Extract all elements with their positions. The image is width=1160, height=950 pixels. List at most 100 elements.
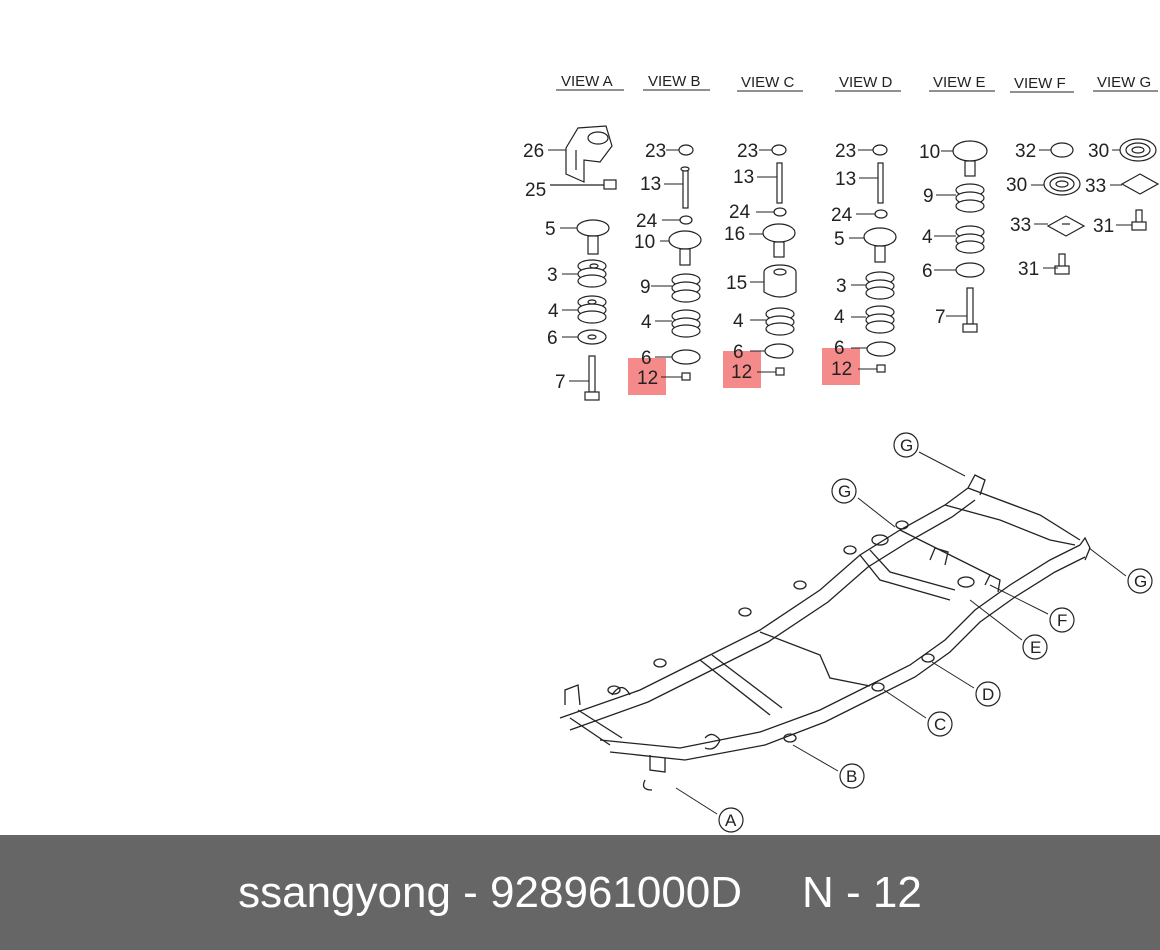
view-a-labels bbox=[548, 149, 589, 382]
part-label-e-6: 6 bbox=[922, 261, 933, 282]
part-label-a-6: 6 bbox=[547, 328, 558, 349]
highlight-box-view-b bbox=[628, 358, 666, 395]
view-g-labels bbox=[1110, 149, 1132, 226]
view-g-parts bbox=[1119, 138, 1160, 231]
frame-mounting-diagram: VIEW A VIEW B VIEW C VIEW D VIEW E VIEW … bbox=[523, 73, 1160, 833]
part-label-c-12: 12 bbox=[731, 362, 752, 383]
callout-letter-g-top: G bbox=[900, 436, 913, 455]
callout-f bbox=[1049, 607, 1075, 633]
callout-letter-b: B bbox=[846, 767, 857, 786]
highlight-box-view-c bbox=[723, 351, 761, 388]
callout-letter-f: F bbox=[1057, 611, 1067, 630]
view-e-labels bbox=[934, 150, 967, 317]
part-label-e-10: 10 bbox=[919, 142, 940, 163]
callout-a bbox=[718, 807, 744, 833]
view-e-parts bbox=[952, 140, 988, 333]
part-label-d-4: 4 bbox=[834, 307, 845, 328]
view-f-parts bbox=[1043, 142, 1086, 275]
part-label-b-6: 6 bbox=[641, 348, 652, 369]
part-label-g-33: 33 bbox=[1085, 176, 1106, 197]
part-label-d-24: 24 bbox=[831, 205, 853, 226]
callout-g-right bbox=[1127, 568, 1153, 594]
part-label-a-26: 26 bbox=[523, 141, 544, 162]
view-f-numbers: 32 30 33 31 bbox=[1006, 141, 1039, 280]
view-d-numbers: 23 13 24 5 3 4 6 12 bbox=[831, 141, 856, 380]
part-label-b-9: 9 bbox=[640, 277, 651, 298]
callout-letter-g-right: G bbox=[1134, 572, 1147, 591]
callout-b bbox=[839, 763, 865, 789]
callout-d bbox=[975, 681, 1001, 707]
part-label-f-33: 33 bbox=[1010, 215, 1031, 236]
view-c-numbers: 23 13 24 16 15 4 6 12 bbox=[724, 141, 758, 383]
part-label-e-4: 4 bbox=[922, 227, 933, 248]
view-b-numbers: 23 13 24 10 9 4 6 12 bbox=[634, 141, 666, 389]
part-label-a-4: 4 bbox=[548, 301, 559, 322]
view-c-labels bbox=[749, 149, 777, 373]
callout-letter-d: D bbox=[982, 685, 994, 704]
part-label-a-3: 3 bbox=[547, 265, 558, 286]
part-label-c-16: 16 bbox=[724, 224, 745, 245]
part-label-d-3: 3 bbox=[836, 276, 847, 297]
view-title-b: VIEW B bbox=[648, 73, 701, 90]
callout-c bbox=[927, 711, 953, 737]
part-label-e-7: 7 bbox=[935, 307, 946, 328]
part-label-c-4: 4 bbox=[733, 311, 744, 332]
part-label-d-12: 12 bbox=[831, 359, 852, 380]
part-label-b-10: 10 bbox=[634, 232, 655, 253]
callout-letter-g-middle: G bbox=[838, 482, 851, 501]
part-label-d-23: 23 bbox=[835, 141, 856, 162]
part-label-a-5: 5 bbox=[545, 219, 556, 240]
callout-leaders bbox=[675, 451, 1127, 815]
view-title-a: VIEW A bbox=[561, 73, 613, 90]
part-label-d-13: 13 bbox=[835, 169, 856, 190]
part-label-d-6: 6 bbox=[834, 338, 845, 359]
callout-letter-e: E bbox=[1030, 638, 1041, 657]
view-g-numbers: 30 33 31 bbox=[1085, 141, 1114, 237]
part-label-b-4: 4 bbox=[641, 312, 652, 333]
part-label-g-31: 31 bbox=[1093, 216, 1114, 237]
part-label-c-24: 24 bbox=[729, 202, 751, 223]
callout-e bbox=[1022, 634, 1048, 660]
part-label-b-13: 13 bbox=[640, 174, 661, 195]
view-title-g: VIEW G bbox=[1097, 74, 1151, 91]
view-titles: VIEW A VIEW B VIEW C VIEW D VIEW E VIEW … bbox=[556, 73, 1158, 93]
callout-circles bbox=[718, 432, 1153, 833]
part-label-f-32: 32 bbox=[1015, 141, 1036, 162]
part-label-c-6: 6 bbox=[733, 342, 744, 363]
view-title-e: VIEW E bbox=[933, 74, 986, 91]
part-label-c-15: 15 bbox=[726, 273, 747, 294]
callout-letter-a: A bbox=[725, 811, 737, 830]
callout-letter-c: C bbox=[934, 715, 946, 734]
part-label-b-23: 23 bbox=[645, 141, 666, 162]
part-label-a-25: 25 bbox=[525, 180, 546, 201]
diagram-position: N - 12 bbox=[802, 867, 922, 917]
chassis-frame bbox=[559, 474, 1091, 791]
callout-g-middle bbox=[831, 478, 857, 504]
part-label-e-9: 9 bbox=[923, 186, 934, 207]
part-label-c-13: 13 bbox=[733, 167, 754, 188]
view-title-d: VIEW D bbox=[839, 74, 893, 91]
part-label-f-31: 31 bbox=[1018, 259, 1039, 280]
part-label-a-7: 7 bbox=[555, 372, 566, 393]
part-label-b-12: 12 bbox=[637, 368, 658, 389]
view-title-c: VIEW C bbox=[741, 74, 795, 91]
callout-letters: G G G F E D C B A bbox=[725, 436, 1147, 830]
part-label-b-24: 24 bbox=[636, 211, 658, 232]
brand-part-number: ssangyong - 928961000D bbox=[238, 867, 743, 917]
part-label-c-23: 23 bbox=[737, 141, 758, 162]
footer-bar: ssangyong - 928961000D N - 12 bbox=[0, 835, 1160, 950]
view-a-numbers: 26 25 5 3 4 6 7 bbox=[523, 141, 566, 393]
view-b-labels bbox=[651, 149, 683, 378]
view-a-parts bbox=[550, 125, 617, 401]
callout-g-top bbox=[893, 432, 919, 458]
highlight-boxes bbox=[628, 348, 860, 395]
view-c-parts bbox=[762, 144, 797, 376]
view-d-parts bbox=[863, 144, 897, 373]
view-b-parts bbox=[668, 144, 702, 381]
part-label-d-5: 5 bbox=[834, 229, 845, 250]
view-title-f: VIEW F bbox=[1014, 75, 1066, 92]
view-f-labels bbox=[1031, 149, 1058, 269]
highlight-box-view-d bbox=[822, 348, 860, 385]
part-label-f-30: 30 bbox=[1006, 175, 1027, 196]
view-e-numbers: 10 9 4 6 7 bbox=[919, 142, 946, 328]
